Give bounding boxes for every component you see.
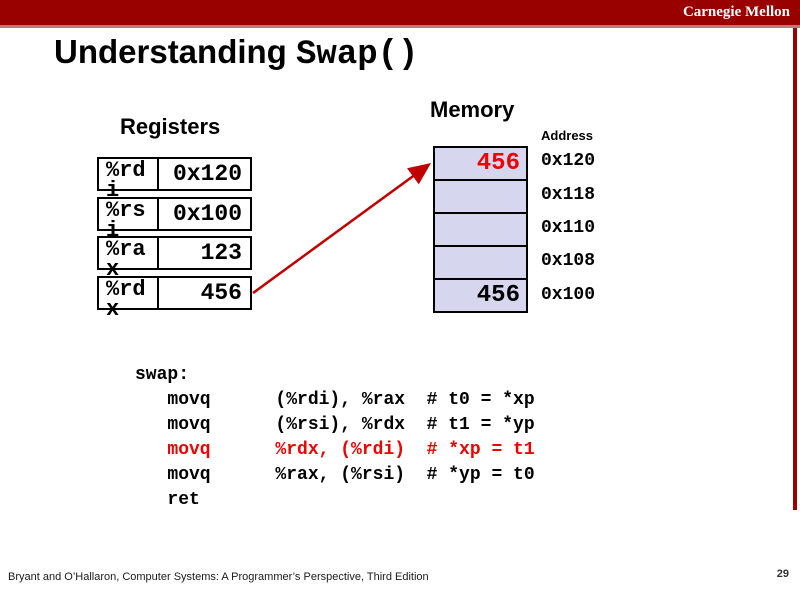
register-name: %rdi bbox=[99, 159, 159, 202]
memory-cell-0x108 bbox=[435, 247, 526, 280]
code-line-movq-4: movq %rax, (%rsi) # *yp = t0 bbox=[135, 465, 535, 485]
footer-citation: Bryant and O’Hallaron, Computer Systems:… bbox=[8, 571, 429, 583]
registers-heading: Registers bbox=[120, 114, 221, 139]
page-number: 29 bbox=[776, 568, 789, 580]
title-text: Understanding bbox=[54, 33, 297, 70]
register-value: 0x120 bbox=[172, 161, 242, 187]
code-line-swap-label: swap: bbox=[135, 365, 190, 385]
memory-cell-0x100: 456 bbox=[435, 280, 526, 311]
register-row-rdi: %rdi 0x120 bbox=[97, 157, 252, 202]
register-row-rax: %rax 123 bbox=[97, 236, 252, 281]
top-banner: Carnegie Mellon bbox=[0, 0, 800, 28]
register-value: 123 bbox=[200, 240, 242, 266]
assembly-code-block: swap: movq (%rdi), %rax # t0 = *xp movq … bbox=[135, 363, 535, 513]
title-code-text: Swap() bbox=[296, 36, 419, 74]
register-name: %rsi bbox=[99, 199, 159, 242]
memory-cell-0x120: 456 bbox=[435, 148, 526, 181]
register-value: 456 bbox=[200, 280, 242, 306]
right-accent-bar bbox=[793, 28, 797, 510]
brand-label: Carnegie Mellon bbox=[682, 4, 790, 20]
register-value: 0x100 bbox=[172, 201, 242, 227]
memory-cell-0x118 bbox=[435, 181, 526, 214]
page-title: Understanding Swap() bbox=[54, 33, 418, 74]
address-label: 0x100 bbox=[541, 285, 596, 305]
code-line-movq-3-highlighted: movq %rdx, (%rdi) # *xp = t1 bbox=[135, 440, 535, 460]
memory-cell-0x110 bbox=[435, 214, 526, 247]
address-label: 0x108 bbox=[541, 251, 596, 271]
code-line-movq-1: movq (%rdi), %rax # t0 = *xp bbox=[135, 390, 535, 410]
address-label: 0x120 bbox=[541, 151, 596, 171]
address-label: 0x110 bbox=[541, 218, 596, 238]
address-label: 0x118 bbox=[541, 185, 596, 205]
register-row-rdx: %rdx 456 bbox=[97, 276, 252, 321]
register-name: %rax bbox=[99, 238, 159, 281]
code-line-movq-2: movq (%rsi), %rdx # t1 = *yp bbox=[135, 415, 535, 435]
address-column-heading: Address bbox=[541, 128, 594, 143]
register-row-rsi: %rsi 0x100 bbox=[97, 197, 252, 242]
code-line-ret: ret bbox=[135, 490, 200, 510]
register-name: %rdx bbox=[99, 278, 159, 321]
memory-heading: Memory bbox=[430, 97, 515, 122]
memory-table: 456 456 bbox=[433, 146, 528, 313]
